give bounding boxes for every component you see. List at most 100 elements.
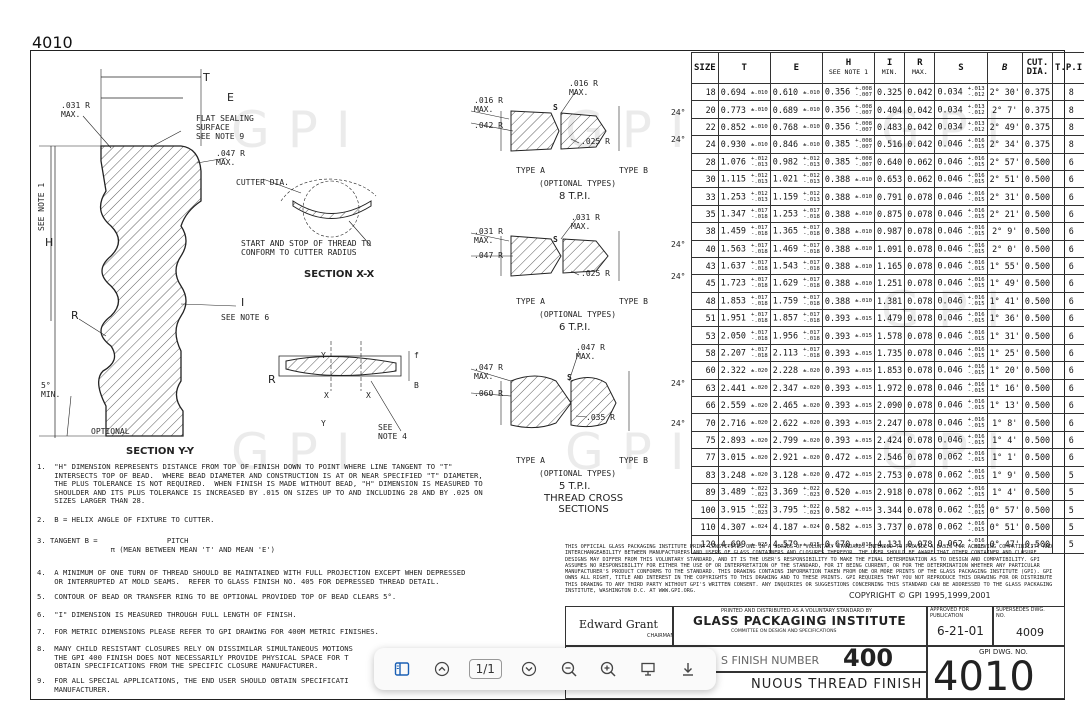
page-indicator[interactable]: 1/1 xyxy=(468,659,502,679)
cell-t: 1.459 +.017 -.018 xyxy=(717,222,771,241)
cell-tpi: 6 xyxy=(1052,343,1084,363)
title-block-dwg xyxy=(927,646,1065,699)
x-label: X xyxy=(324,391,329,400)
cell-t-tolerance: +.012 -.013 xyxy=(750,173,768,186)
cell-b: 0° 47' xyxy=(986,535,1023,554)
cell-e-value: 1.759 xyxy=(772,295,799,306)
previous-page-button[interactable] xyxy=(429,656,455,682)
zoom-out-button[interactable] xyxy=(556,656,582,682)
cell-e-value: 1.159 xyxy=(772,191,799,202)
cell-e-tolerance: ±.020 xyxy=(803,472,820,479)
cell-s-value: 0.062 xyxy=(937,451,963,462)
cell-b: 1° 4' xyxy=(986,482,1023,502)
cell-s-tolerance: +.013 -.012 xyxy=(967,86,985,99)
cell-i: 1.091 xyxy=(874,239,906,258)
radius-047-label: .047 R MAX. xyxy=(216,149,245,167)
col-size: SIZE xyxy=(691,52,719,84)
cell-s-value: 0.046 xyxy=(937,330,963,341)
cell-tpi: 6 xyxy=(1052,413,1084,432)
cell-size: 63 xyxy=(691,378,719,398)
cell-cut-dia: 0.500 xyxy=(1021,169,1054,189)
cell-cut-dia: 0.500 xyxy=(1021,378,1054,398)
next-page-button[interactable] xyxy=(516,656,542,682)
cell-e: 1.253 +.017 -.018 xyxy=(769,204,823,224)
cell-s-tolerance: +.016 -.015 xyxy=(967,207,985,220)
cell-b: 2° 31' xyxy=(986,187,1023,206)
cell-e: 4.579 ±.025 xyxy=(769,535,823,554)
cell-s-tolerance: +.016 -.015 xyxy=(967,225,985,238)
cell-s-tolerance: +.016 -.015 xyxy=(967,294,985,307)
cell-e-tolerance: +.017 -.018 xyxy=(803,312,820,325)
note-5: 5. CONTOUR OF BEAD OR TRANSFER RING TO B… xyxy=(37,592,397,601)
note-9: 9. FOR ALL SPECIAL APPLICATIONS, THE END… xyxy=(37,676,349,694)
note-1: 1. "H" DIMENSION REPRESENTS DISTANCE FRO… xyxy=(37,462,483,506)
cell-t-value: 1.563 xyxy=(720,243,746,254)
cell-size: 18 xyxy=(691,82,719,102)
cell-e-tolerance: ±.010 xyxy=(803,107,820,114)
cell-size: 40 xyxy=(691,239,719,258)
cell-t: 1.253 +.012 -.013 xyxy=(717,187,771,206)
cell-h: 0.385 +.008 -.007 xyxy=(821,152,876,171)
cell-i: 3.344 xyxy=(874,500,906,519)
cell-s-value: 0.046 xyxy=(937,191,963,202)
cell-h-value: 0.388 xyxy=(824,261,851,272)
cell-r: 0.078 xyxy=(904,309,936,328)
cell-s: 0.046 +.016 -.015 xyxy=(934,152,988,171)
cell-t: 1.951 +.017 -.018 xyxy=(717,309,771,328)
cell-s-value: 0.046 xyxy=(937,208,963,219)
institute-name: GLASS PACKAGING INSTITUTE xyxy=(693,614,907,628)
cell-cut-dia: 0.500 xyxy=(1021,396,1054,415)
finish-number: 400 xyxy=(843,644,894,672)
chevron-up-icon xyxy=(434,661,449,677)
cell-e-value: 4.579 xyxy=(772,539,799,550)
cell-r: 0.078 xyxy=(904,326,936,345)
cell-i: 4.131 xyxy=(874,535,906,554)
cell-r: 0.078 xyxy=(904,361,936,380)
cell-h-tolerance: ±.015 xyxy=(855,489,873,496)
cell-h-value: 0.393 xyxy=(824,382,851,393)
cell-t-tolerance: ±.010 xyxy=(750,124,768,131)
cell-r: 0.062 xyxy=(904,169,936,189)
cell-t: 1.563 +.017 -.018 xyxy=(717,239,771,258)
x-label: X xyxy=(366,391,371,400)
cell-s-tolerance: +.016 -.015 xyxy=(967,329,985,342)
cell-cut-dia: 0.500 xyxy=(1021,204,1054,224)
zoom-in-button[interactable] xyxy=(595,656,621,682)
cell-t-tolerance: ±.024 xyxy=(750,524,768,531)
cell-tpi: 6 xyxy=(1052,256,1084,276)
cell-tpi: 5 xyxy=(1052,535,1084,554)
cell-s-tolerance: +.016 -.015 xyxy=(967,277,985,290)
watermark: GPI xyxy=(231,423,369,481)
sidebar-toggle-button[interactable] xyxy=(389,656,415,682)
cell-r: 0.078 xyxy=(904,378,936,398)
cell-h: 0.393 ±.015 xyxy=(821,413,876,432)
cell-r: 0.078 xyxy=(904,256,936,276)
download-button[interactable] xyxy=(675,656,701,682)
cell-h-tolerance: ±.010 xyxy=(855,211,873,218)
finish-number-label: S FINISH NUMBER xyxy=(721,654,820,667)
cell-cut-dia: 0.375 xyxy=(1021,82,1054,102)
presentation-button[interactable] xyxy=(635,656,661,682)
cell-r: 0.078 xyxy=(904,291,936,311)
cell-h-tolerance: ±.015 xyxy=(855,420,873,427)
cell-cut-dia: 0.500 xyxy=(1021,256,1054,276)
cell-s: 0.062 +.016 -.015 xyxy=(934,517,988,537)
cell-cut-dia: 0.500 xyxy=(1021,361,1054,380)
cell-e-tolerance: +.017 -.018 xyxy=(803,277,820,290)
radius-031-label: .031 R MAX. xyxy=(61,101,90,119)
cell-e: 2.113 +.017 -.018 xyxy=(769,343,823,363)
cell-e-value: 2.921 xyxy=(772,452,799,463)
cell-h: 0.393 ±.015 xyxy=(821,326,876,345)
cell-e: 1.365 +.017 -.018 xyxy=(769,222,823,241)
cell-i: 2.753 xyxy=(874,465,906,484)
cell-t: 2.207 +.017 -.018 xyxy=(717,343,771,363)
cell-t-tolerance: +.017 -.018 xyxy=(750,225,768,238)
cell-size: 24 xyxy=(691,135,719,154)
cell-i: 0.483 xyxy=(874,117,906,137)
cell-e: 3.128 ±.020 xyxy=(769,465,823,484)
cell-e-value: 0.689 xyxy=(772,104,799,115)
